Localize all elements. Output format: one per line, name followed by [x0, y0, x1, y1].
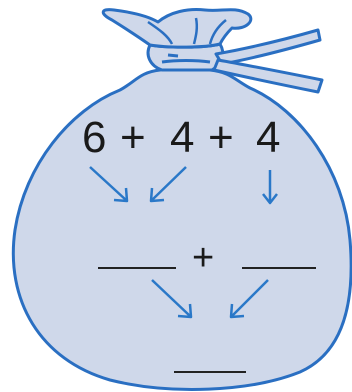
bag-ribbon-tail [216, 30, 320, 64]
addend-third: 4 [256, 113, 280, 162]
addend-second: 4 [170, 113, 194, 162]
addend-first: 6 [82, 113, 106, 162]
operator-plus-2: + [208, 113, 234, 162]
bag-fold-line [168, 55, 178, 56]
operator-plus-middle: + [192, 237, 214, 279]
money-bag-icon [13, 10, 351, 390]
operator-plus-1: + [120, 113, 146, 162]
bag-fold-line [162, 61, 210, 63]
bag-top-ruffle [103, 10, 251, 48]
